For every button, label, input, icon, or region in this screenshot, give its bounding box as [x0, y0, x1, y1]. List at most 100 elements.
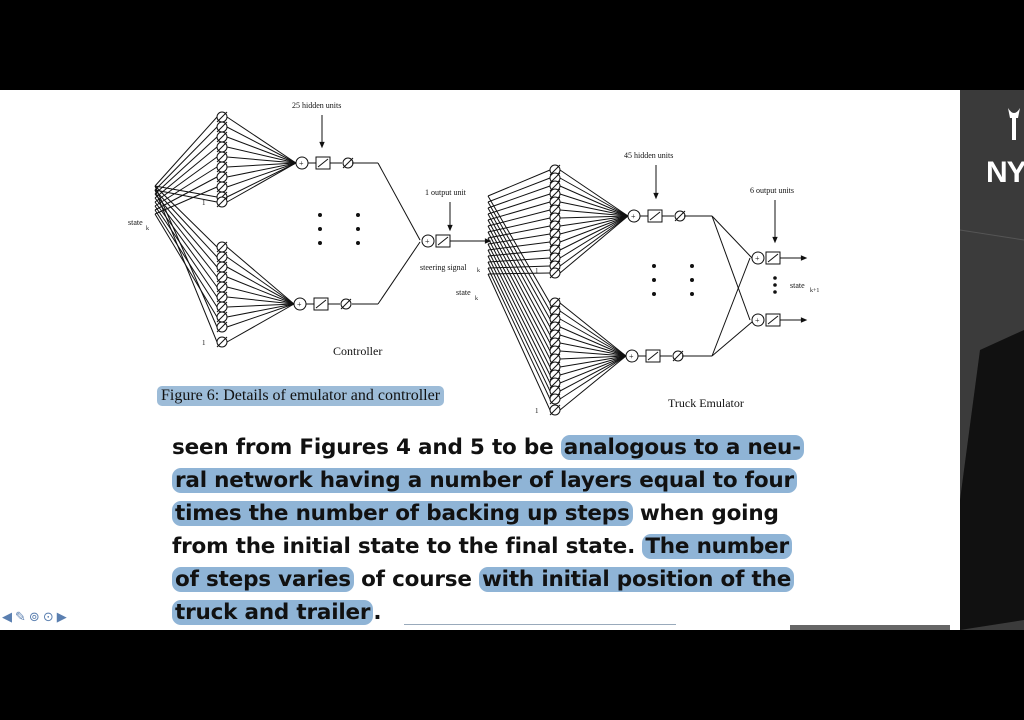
arrowhead-icon	[484, 238, 492, 244]
weight-slash	[216, 111, 228, 123]
connection-line	[487, 249, 551, 257]
connection-line	[487, 241, 551, 251]
connection-line	[226, 126, 297, 164]
nav-pen-icon[interactable]: ✎	[15, 610, 26, 625]
sum-symbol: +	[297, 300, 302, 309]
sigmoid-curve	[767, 253, 779, 263]
weight-slash	[549, 252, 561, 264]
connection-line	[487, 255, 551, 384]
weight-slash	[549, 345, 561, 357]
connection-line	[154, 116, 218, 187]
ellipsis-dot	[356, 241, 360, 245]
connection-line	[487, 177, 551, 203]
sum-symbol: +	[299, 159, 304, 168]
connection-line	[226, 256, 295, 305]
weight-slash	[342, 157, 354, 169]
webcam-panel: NY	[960, 90, 1024, 630]
arrowhead-icon	[800, 255, 808, 261]
controller-label: Controller	[333, 344, 382, 358]
connection-line	[559, 215, 629, 243]
weight-slash	[216, 121, 228, 133]
weight-slash	[216, 291, 228, 303]
connection-line	[559, 185, 629, 217]
nav-next-icon[interactable]: ▶	[56, 610, 67, 625]
highlight-run: analogous to a neu-	[560, 435, 804, 460]
weight-slash	[549, 329, 561, 341]
sum-symbol: +	[755, 254, 760, 263]
connection-line	[487, 273, 551, 411]
sum-symbol: +	[425, 237, 430, 246]
connection-line	[487, 233, 551, 245]
connection-line	[559, 169, 629, 217]
weight-slash	[549, 297, 561, 309]
weight-slash	[216, 161, 228, 173]
connection-line	[559, 177, 629, 217]
weight-slash	[549, 385, 561, 397]
nav-section-icon[interactable]: ⊙	[42, 610, 54, 625]
sigmoid-curve	[649, 211, 661, 221]
sigmoid-curve	[647, 351, 659, 361]
bias-label: 1	[535, 407, 539, 415]
diagram-label: state	[790, 281, 805, 290]
connection-line	[711, 257, 751, 357]
diagram-label: 25 hidden units	[292, 101, 341, 110]
body-line-2: ral network having a number of layers eq…	[172, 464, 812, 497]
connection-line	[487, 195, 551, 304]
bias-label: 1	[535, 267, 539, 275]
connection-line	[226, 162, 297, 198]
weight-slash	[216, 141, 228, 153]
connection-line	[559, 350, 627, 357]
weight-slash	[216, 271, 228, 283]
weight-slash	[672, 350, 684, 362]
connection-line	[559, 193, 629, 217]
highlight-run: of steps varies	[172, 567, 354, 592]
connection-line	[487, 237, 551, 360]
ellipsis-dot	[690, 292, 694, 296]
connection-line	[559, 355, 627, 384]
diagram-label: 1 output unit	[425, 188, 467, 197]
weight-slash	[549, 337, 561, 349]
highlight-run: The number	[642, 534, 792, 559]
ellipsis-dot	[356, 213, 360, 217]
connection-line	[154, 193, 218, 268]
connection-line	[154, 146, 218, 199]
connection-line	[559, 215, 629, 267]
connection-line	[559, 355, 627, 368]
sigmoid-curve	[317, 158, 329, 168]
connection-line	[711, 215, 753, 259]
connection-line	[487, 169, 551, 197]
connection-line	[559, 215, 629, 227]
ellipsis-dot	[773, 283, 777, 287]
connection-line	[154, 136, 218, 195]
connection-line	[487, 185, 551, 209]
weight-slash	[216, 336, 228, 348]
weight-slash	[216, 196, 228, 208]
weight-slash	[340, 298, 352, 310]
diagram-label: k+1	[810, 288, 819, 294]
weight-slash	[216, 261, 228, 273]
connection-line	[226, 266, 295, 305]
nav-search-icon[interactable]: ⊚	[28, 610, 40, 625]
nav-prev-icon[interactable]: ◀	[2, 610, 12, 625]
ellipsis-dot	[652, 278, 656, 282]
connection-line	[226, 162, 297, 178]
text-run: of course	[353, 567, 480, 592]
arrowhead-icon	[653, 192, 659, 200]
connection-line	[154, 185, 218, 198]
connection-line	[487, 201, 551, 221]
connection-line	[226, 162, 297, 203]
connection-line	[154, 156, 218, 203]
connection-line	[559, 355, 627, 360]
connection-line	[559, 334, 627, 357]
ellipsis-dot	[318, 213, 322, 217]
connection-line	[487, 257, 551, 263]
connection-line	[559, 342, 627, 357]
connection-line	[377, 162, 421, 241]
connection-line	[559, 318, 627, 357]
weight-slash	[216, 151, 228, 163]
connection-line	[559, 215, 629, 235]
connection-line	[226, 303, 295, 308]
connection-line	[559, 355, 627, 392]
connection-line	[559, 215, 629, 259]
